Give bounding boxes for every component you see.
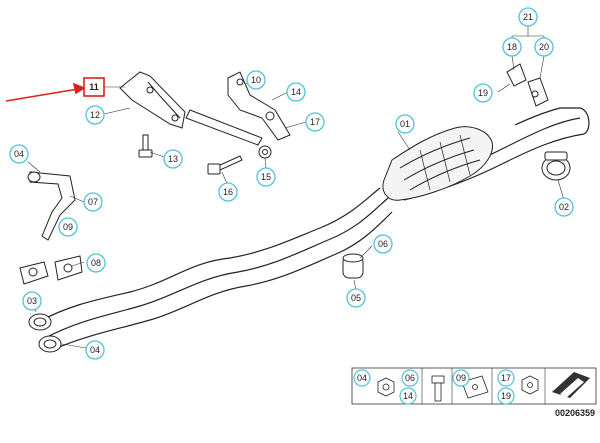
- callout-18[interactable]: 18: [502, 37, 522, 57]
- svg-text:14: 14: [403, 391, 413, 401]
- callout-03[interactable]: 03: [22, 291, 42, 311]
- callout-07[interactable]: 07: [83, 192, 103, 212]
- bracket-11: [119, 71, 186, 129]
- callout-19[interactable]: 19: [473, 83, 493, 103]
- svg-text:05: 05: [351, 293, 361, 303]
- callout-04-lower[interactable]: 04: [85, 340, 105, 360]
- legend-callout-14[interactable]: 14: [399, 387, 417, 405]
- svg-text:06: 06: [378, 239, 388, 249]
- svg-text:15: 15: [261, 172, 271, 182]
- callout-10[interactable]: 10: [246, 70, 266, 90]
- legend-callout-09[interactable]: 09: [452, 369, 470, 387]
- front-flange-08: [19, 255, 83, 285]
- svg-text:12: 12: [90, 110, 100, 120]
- front-gasket-03: [28, 313, 62, 353]
- svg-text:20: 20: [539, 42, 549, 52]
- callout-13[interactable]: 13: [163, 149, 183, 169]
- legend-callout-06[interactable]: 06: [401, 369, 419, 387]
- leader-lines: [27, 26, 565, 349]
- catalytic-converter: [382, 126, 493, 201]
- bracket-10: [227, 71, 291, 141]
- svg-text:14: 14: [291, 87, 301, 97]
- svg-text:17: 17: [501, 373, 511, 383]
- svg-text:18: 18: [507, 42, 517, 52]
- callout-01[interactable]: 01: [395, 114, 415, 134]
- svg-text:19: 19: [478, 88, 488, 98]
- callout-14[interactable]: 14: [286, 82, 306, 102]
- svg-text:17: 17: [310, 117, 320, 127]
- washer-15: [258, 145, 272, 159]
- clamp: [541, 151, 571, 181]
- front-hanger-07: [27, 171, 76, 241]
- svg-text:08: 08: [91, 258, 101, 268]
- callout-12[interactable]: 12: [85, 105, 105, 125]
- nut-icon: [377, 377, 395, 397]
- callout-20[interactable]: 20: [534, 37, 554, 57]
- svg-text:04: 04: [357, 373, 367, 383]
- direction-arrow-icon: [552, 372, 590, 398]
- bolt-icon: [431, 375, 445, 402]
- callout-17[interactable]: 17: [305, 112, 325, 132]
- legend-callout-17[interactable]: 17: [497, 369, 515, 387]
- svg-text:13: 13: [168, 154, 178, 164]
- svg-text:06: 06: [405, 373, 415, 383]
- legend-callout-19[interactable]: 19: [497, 387, 515, 405]
- small-parts-legend: 04 06 14 09 17 19: [351, 367, 597, 405]
- rubber-mount: [342, 253, 364, 279]
- svg-text:02: 02: [559, 202, 569, 212]
- callout-21[interactable]: 21: [518, 7, 538, 27]
- legend-callout-04[interactable]: 04: [353, 369, 371, 387]
- callout-08[interactable]: 08: [86, 253, 106, 273]
- svg-text:04: 04: [14, 149, 24, 159]
- svg-text:04: 04: [90, 345, 100, 355]
- svg-text:03: 03: [27, 296, 37, 306]
- svg-text:10: 10: [251, 75, 261, 85]
- hanger-strap: [185, 109, 263, 146]
- callout-06[interactable]: 06: [373, 234, 393, 254]
- bolt-13: [138, 134, 153, 158]
- callout-05[interactable]: 05: [346, 288, 366, 308]
- callout-16[interactable]: 16: [218, 182, 238, 202]
- callout-09[interactable]: 09: [58, 217, 78, 237]
- rear-hanger: [506, 63, 549, 107]
- callout-04-front[interactable]: 04: [9, 144, 29, 164]
- callout-02[interactable]: 02: [554, 197, 574, 217]
- callout-11-highlighted[interactable]: 11: [83, 77, 105, 97]
- svg-text:19: 19: [501, 391, 511, 401]
- flange-nut-icon: [521, 375, 539, 395]
- svg-text:07: 07: [88, 197, 98, 207]
- bolt-16: [207, 155, 243, 175]
- svg-text:11: 11: [89, 82, 99, 92]
- diagram-part-number: 00206359: [555, 408, 595, 418]
- svg-text:16: 16: [223, 187, 233, 197]
- svg-text:09: 09: [63, 222, 73, 232]
- callout-15[interactable]: 15: [256, 167, 276, 187]
- highlight-arrow: [5, 82, 86, 102]
- svg-text:21: 21: [523, 12, 533, 22]
- svg-text:09: 09: [456, 373, 466, 383]
- exhaust-pipe: [37, 107, 590, 351]
- svg-text:01: 01: [400, 119, 410, 129]
